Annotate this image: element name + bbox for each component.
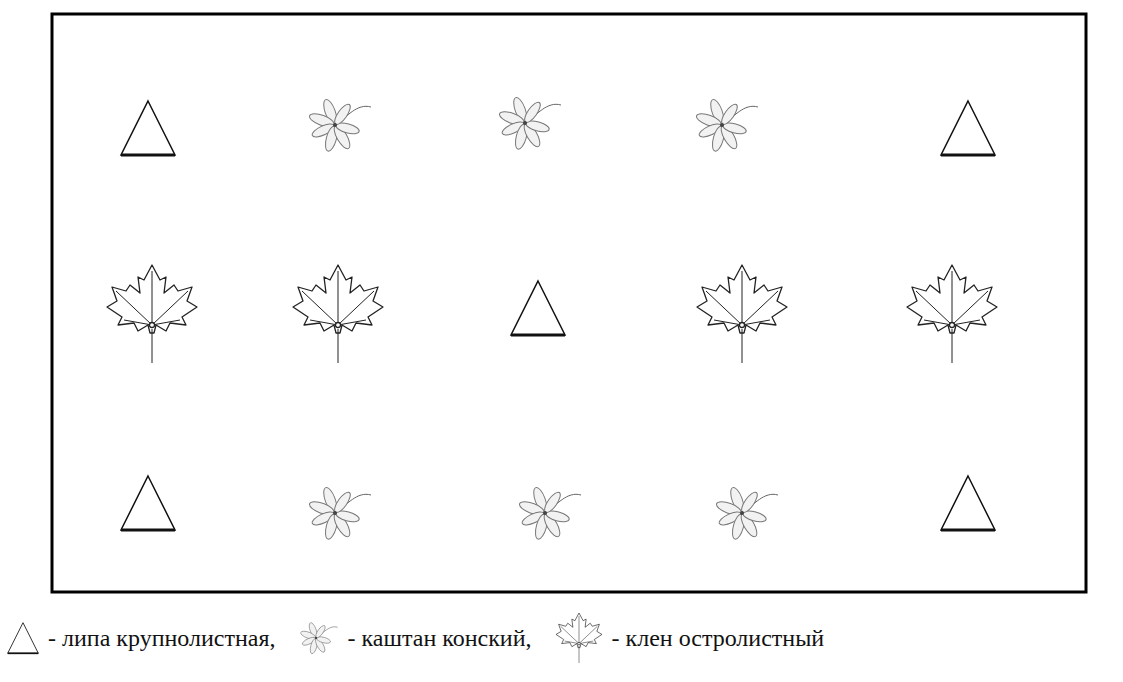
legend-item: - клен остролистный xyxy=(554,612,825,664)
legend-item: - каштан конский, xyxy=(298,617,532,659)
chestnut-symbol xyxy=(298,617,340,659)
legend-text: - каштан конский, xyxy=(348,625,532,652)
legend-text: - клен остролистный xyxy=(612,625,825,652)
legend: - липа крупнолистная, - каштан конский, … xyxy=(6,610,846,666)
linden-symbol xyxy=(6,621,40,655)
maple-symbol xyxy=(554,612,604,664)
plot-border xyxy=(52,14,1086,592)
legend-text: - липа крупнолистная, xyxy=(48,625,276,652)
legend-item: - липа крупнолистная, xyxy=(6,621,276,655)
tree-grid xyxy=(107,96,997,540)
